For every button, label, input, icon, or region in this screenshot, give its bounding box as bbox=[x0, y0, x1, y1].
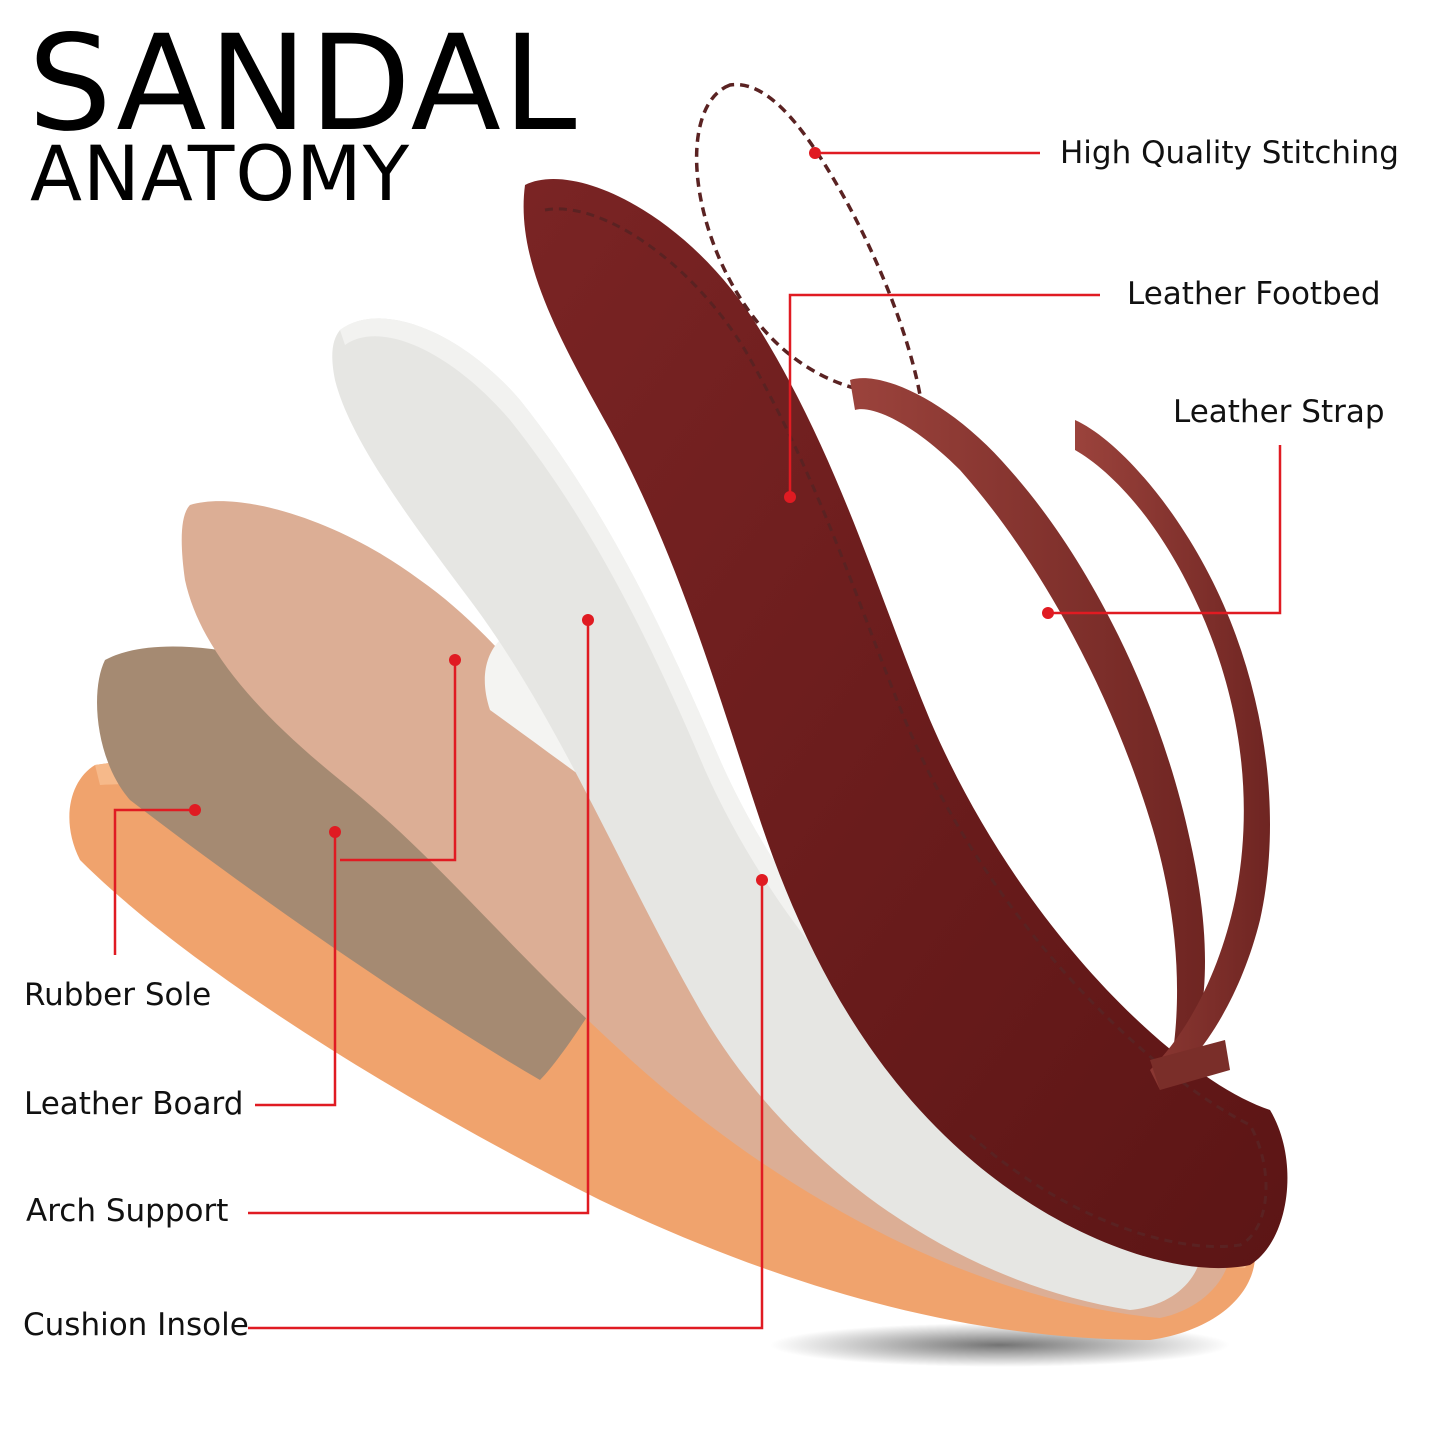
label-footbed: Leather Footbed bbox=[1127, 276, 1381, 312]
callout-dots bbox=[189, 147, 1054, 886]
cushion-insole-layer bbox=[332, 318, 1202, 1311]
strap-toe-post bbox=[1150, 1040, 1230, 1090]
label-arch-support: Arch Support bbox=[26, 1193, 229, 1229]
label-stitching: High Quality Stitching bbox=[1060, 135, 1399, 171]
title: SANDAL bbox=[28, 7, 579, 161]
label-leather-board: Leather Board bbox=[24, 1086, 244, 1122]
cork-layer bbox=[181, 501, 1231, 1318]
label-rubber-sole: Rubber Sole bbox=[24, 977, 212, 1013]
callout-lines bbox=[113, 151, 1282, 1330]
leather-strap-left bbox=[850, 378, 1205, 1070]
leather-board-layer bbox=[97, 646, 641, 1080]
label-cushion-insole: Cushion Insole bbox=[23, 1307, 249, 1343]
footbed-stitching bbox=[544, 207, 1268, 1248]
subtitle: ANATOMY bbox=[30, 129, 411, 218]
label-strap: Leather Strap bbox=[1173, 394, 1385, 430]
leather-strap-right bbox=[1075, 420, 1270, 1090]
